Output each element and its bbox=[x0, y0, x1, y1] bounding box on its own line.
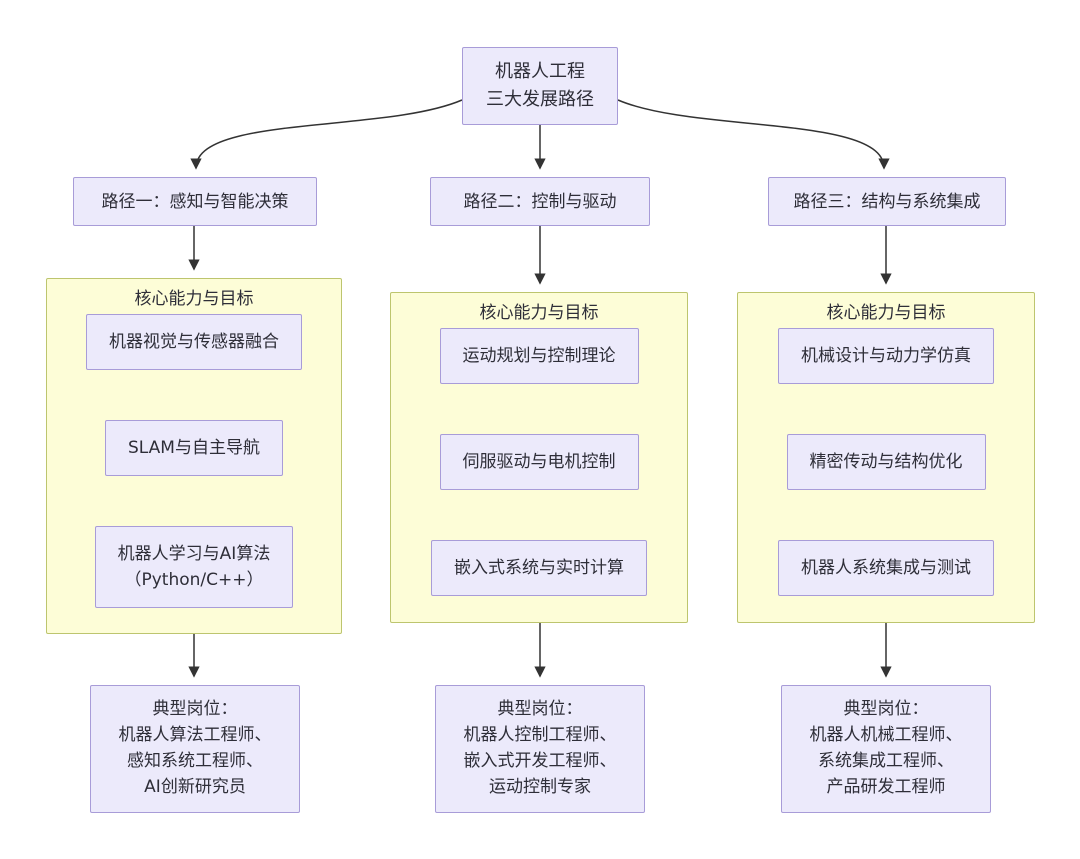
ability-node: 嵌入式系统与实时计算 bbox=[431, 540, 647, 596]
path-node-2: 路径二：控制与驱动 bbox=[430, 177, 650, 226]
ability-node: 机械设计与动力学仿真 bbox=[778, 328, 994, 384]
path-node-3: 路径三：结构与系统集成 bbox=[768, 177, 1006, 226]
ability-node: 运动规划与控制理论 bbox=[439, 328, 639, 384]
job-node-3: 典型岗位： 机器人机械工程师、 系统集成工程师、 产品研发工程师 bbox=[781, 685, 991, 813]
cluster-title: 核心能力与目标 bbox=[826, 303, 946, 323]
path-node-1: 路径一：感知与智能决策 bbox=[73, 177, 317, 226]
ability-node: 机器人学习与AI算法 （Python/C++） bbox=[94, 526, 294, 608]
job-node-2: 典型岗位： 机器人控制工程师、 嵌入式开发工程师、 运动控制专家 bbox=[435, 685, 645, 813]
ability-node: SLAM与自主导航 bbox=[105, 420, 283, 476]
cluster-core-abilities-1: 核心能力与目标 机器视觉与传感器融合 SLAM与自主导航 机器人学习与AI算法 … bbox=[46, 278, 342, 634]
edge-root-to-path3 bbox=[617, 99, 890, 170]
root-node: 机器人工程 三大发展路径 bbox=[462, 47, 618, 125]
job-node-1: 典型岗位： 机器人算法工程师、 感知系统工程师、 AI创新研究员 bbox=[90, 685, 300, 813]
cluster-title: 核心能力与目标 bbox=[134, 289, 254, 309]
edge-root-to-path1 bbox=[190, 99, 463, 170]
cluster-items: 机械设计与动力学仿真 精密传动与结构优化 机器人系统集成与测试 bbox=[738, 328, 1034, 596]
cluster-items: 运动规划与控制理论 伺服驱动与电机控制 嵌入式系统与实时计算 bbox=[391, 328, 687, 596]
cluster-core-abilities-3: 核心能力与目标 机械设计与动力学仿真 精密传动与结构优化 机器人系统集成与测试 bbox=[737, 292, 1035, 623]
ability-node: 机器人系统集成与测试 bbox=[778, 540, 994, 596]
cluster-core-abilities-2: 核心能力与目标 运动规划与控制理论 伺服驱动与电机控制 嵌入式系统与实时计算 bbox=[390, 292, 688, 623]
ability-node: 机器视觉与传感器融合 bbox=[86, 314, 302, 370]
cluster-items: 机器视觉与传感器融合 SLAM与自主导航 机器人学习与AI算法 （Python/… bbox=[47, 314, 341, 608]
cluster-title: 核心能力与目标 bbox=[479, 303, 599, 323]
ability-node: 伺服驱动与电机控制 bbox=[439, 434, 639, 490]
ability-node: 精密传动与结构优化 bbox=[786, 434, 986, 490]
